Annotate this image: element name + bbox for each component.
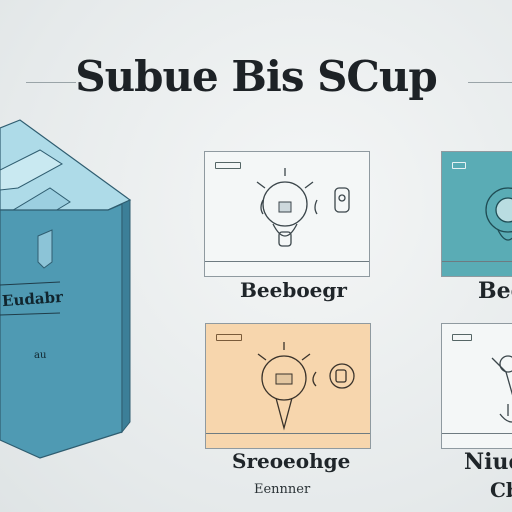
lightbulb-icon (257, 342, 355, 431)
card-3-caption: Sreoeohge (232, 449, 351, 473)
card-3[interactable] (205, 323, 371, 449)
card-2-caption: Beo (478, 278, 512, 304)
card-4[interactable] (441, 323, 512, 449)
tool-icon (491, 355, 512, 423)
lightbulb-icon (485, 187, 512, 241)
card-1-tag (215, 162, 241, 169)
card-4-caption: Niue (464, 449, 512, 475)
title-rule-left (26, 82, 76, 83)
card-3-tag (216, 334, 242, 341)
page-title: Subue Bis SCup (75, 52, 438, 101)
card-1[interactable] (204, 151, 370, 277)
card-1-caption: Beeboegr (240, 278, 347, 302)
box-label-small: au (34, 350, 47, 361)
card-4-tag (452, 334, 472, 341)
box-illustration (0, 119, 132, 459)
lightbulb-icon (256, 168, 350, 247)
card-2[interactable] (441, 151, 512, 277)
card-4-subcaption: Cb (490, 478, 512, 502)
card-2-tag (452, 162, 466, 169)
card-3-subcaption: Eennner (254, 482, 311, 497)
title-rule-right (468, 82, 512, 83)
